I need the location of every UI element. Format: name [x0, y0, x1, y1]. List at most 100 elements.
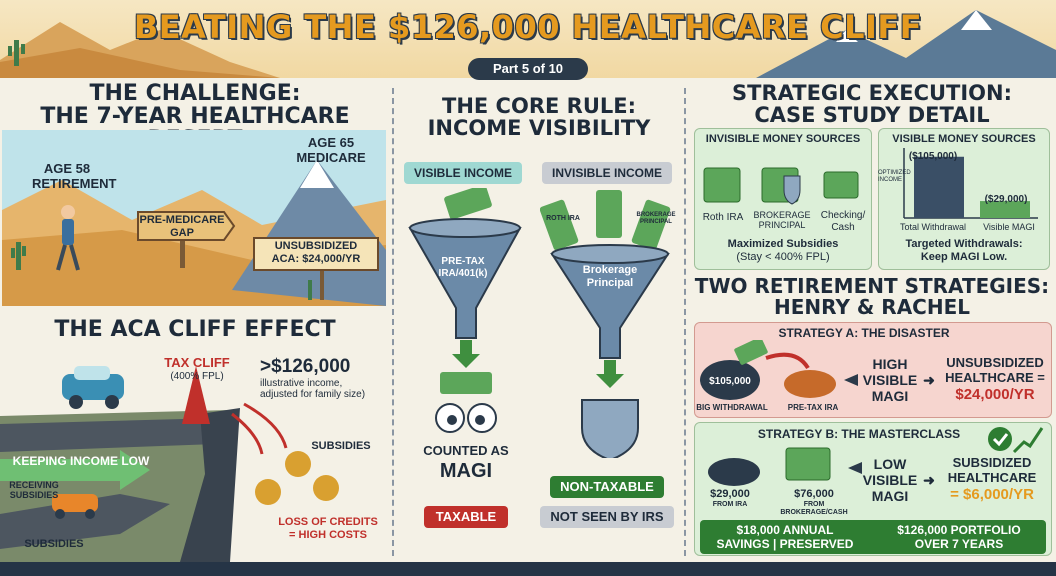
strategy-a-pot: $105,000 [709, 376, 751, 387]
cliff-amount: >$126,000 [260, 356, 351, 377]
visible-sources-title: VISIBLE MONEY SOURCES [892, 133, 1036, 145]
max-sub-line2: (Stay < 400% FPL) [736, 250, 830, 263]
savings-banner: $18,000 ANNUAL SAVINGS | PRESERVED $126,… [700, 520, 1046, 554]
b-brok-amount: $76,000 [794, 488, 834, 500]
checking-source: Checking/ Cash [816, 210, 870, 233]
strategies-line2: HENRY & RACHEL [774, 295, 970, 319]
brokerage-line1: Brokerage [582, 264, 638, 276]
b-sub-line1: SUBSIDIZED [952, 455, 1032, 470]
taxable-pill: TAXABLE [424, 506, 508, 528]
core-rule-title: THE CORE RULE: INCOME VISIBILITY [396, 95, 682, 139]
portfolio-line1: $126,000 PORTFOLIO [897, 523, 1021, 537]
b-brok-from: FROM BROKERAGE/CASH [780, 500, 848, 516]
savings-line1: $18,000 ANNUAL [736, 523, 834, 537]
non-taxable-pill: NON-TAXABLE [550, 476, 664, 498]
roth-ira-tag: ROTH IRA [546, 215, 580, 222]
targeted-line2: Keep MAGI Low. [920, 250, 1008, 263]
strategy-a-pretax: PRE-TAX IRA [787, 403, 839, 412]
visible-funnel-illustration [408, 188, 522, 433]
pretax-label: PRE-TAX IRA/401(k) [428, 256, 498, 279]
a-high-line3: MAGI [871, 388, 909, 405]
b-low-line1: LOW [873, 456, 907, 472]
unsubsidized-aca-sign: UNSUBSIDIZED ACA: $24,000/YR [256, 240, 376, 265]
tax-cliff-label: TAX CLIFF (400% FPL) [152, 355, 242, 382]
not-seen-by-irs-pill: NOT SEEN BY IRS [540, 506, 674, 528]
pre-medicare-gap-sign: PRE-MEDICARE GAP [138, 214, 226, 239]
age65-label: AGE 65 MEDICARE [286, 135, 376, 166]
brokerage-src-line2: PRINCIPAL [758, 220, 806, 231]
invisible-sources-title: INVISIBLE MONEY SOURCES [705, 133, 861, 145]
medicare-text: MEDICARE [296, 149, 366, 165]
savings-line2: SAVINGS | PRESERVED [716, 537, 854, 552]
execution-line2: CASE STUDY DETAIL [754, 103, 990, 128]
arrow-a: ➜ [923, 372, 935, 388]
sign-line2: GAP [170, 226, 194, 239]
age58-label: AGE 58 RETIREMENT [32, 161, 117, 192]
column-divider-right [684, 88, 686, 556]
brokerage-principal-tag: BROKERAGE PRINCIPAL [636, 212, 676, 225]
brokerage-src-line1: BROKERAGE [753, 210, 811, 220]
counted-as-label: COUNTED AS [423, 443, 509, 458]
y-axis-line2: INCOME [878, 176, 902, 183]
targeted-withdrawals: Targeted Withdrawals: Keep MAGI Low. [880, 238, 1048, 263]
brokerage-principal-label: Brokerage Principal [572, 264, 648, 289]
checking-line2: Cash [831, 221, 855, 233]
max-sub-line1: Maximized Subsidies [727, 238, 839, 250]
b-sub-line2: HEALTHCARE [947, 469, 1037, 485]
brokerage-line2: Principal [586, 276, 634, 289]
loss-of-credits-label: LOSS OF CREDITS = HIGH COSTS [272, 516, 384, 541]
strategy-b-subsidized: SUBSIDIZED HEALTHCARE = $6,000/YR [938, 455, 1046, 503]
snowy-mountains-right-illustration [756, 10, 1056, 78]
keeping-income-low-label: KEEPING INCOME LOW [12, 454, 150, 468]
bar-total-withdrawal [914, 156, 964, 218]
cliff-title: THE ACA CLIFF EFFECT [54, 317, 336, 342]
y-axis-line1: OPTIMIZED [878, 170, 911, 176]
invisible-sources-icons [703, 167, 859, 205]
subsidies-right-label: SUBSIDIES [311, 440, 371, 452]
desert-mountains-left-illustration [0, 22, 280, 78]
unsub-line1: UNSUBSIDIZED [274, 240, 358, 252]
aca-cliff-illustration [0, 344, 388, 562]
cliff-note-line2: adjusted for family size) [260, 389, 366, 401]
checking-line1: Checking/ [820, 210, 866, 221]
b-low-line2: VISIBLE [862, 472, 918, 489]
footer-bar [0, 562, 1056, 576]
a-high-line1: HIGH [872, 356, 908, 372]
invisible-income-pill: INVISIBLE INCOME [542, 162, 672, 184]
strategy-b-icons [708, 447, 862, 486]
a-unsub-line2: HEALTHCARE = [945, 369, 1045, 385]
column-divider-left [392, 88, 394, 556]
a-unsub-line1: UNSUBSIDIZED [946, 355, 1044, 370]
x-tick-visible-magi: Visible MAGI [983, 222, 1035, 232]
unsub-line2: ACA: $24,000/YR [271, 252, 361, 265]
strategy-a-icons [700, 340, 858, 400]
savings-left: $18,000 ANNUAL SAVINGS | PRESERVED [700, 523, 870, 552]
cliff-amount-label: >$126,000 illustrative income, adjusted … [260, 356, 390, 401]
execution-title: STRATEGIC EXECUTION: CASE STUDY DETAIL [690, 82, 1054, 126]
fpl-text: (400% FPL) [170, 370, 224, 382]
bar1-value-label: ($105,000) [908, 151, 958, 162]
b-sub-amount: = $6,000/YR [950, 485, 1034, 503]
bar2-value-label: ($29,000) [984, 194, 1028, 205]
strategy-b-low-magi: LOW VISIBLE MAGI [862, 456, 918, 504]
pretax-line1: PRE-TAX [441, 256, 485, 267]
receiving-line2: SUBSIDIES [9, 490, 59, 501]
cliff-note-line1: illustrative income, [260, 377, 343, 389]
a-high-line2: VISIBLE [862, 372, 918, 389]
magi-label: MAGI [439, 460, 493, 482]
execution-line1: STRATEGIC EXECUTION: [732, 81, 1012, 105]
visible-income-pill: VISIBLE INCOME [404, 162, 522, 184]
strategy-a-title: STRATEGY A: THE DISASTER [778, 326, 950, 340]
pretax-line2: IRA/401(k) [438, 267, 488, 279]
challenge-title-line1: THE CHALLENGE: [89, 81, 301, 106]
targeted-line1: Targeted Withdrawals: [905, 238, 1023, 250]
x-tick-total-withdrawal: Total Withdrawal [899, 222, 967, 232]
age58-text: AGE 58 [43, 161, 91, 176]
strategies-line1: TWO RETIREMENT STRATEGIES: [694, 274, 1050, 298]
strategy-b-ira: $29,000 FROM IRA [700, 488, 760, 509]
strategy-b-brokerage: $76,000 FROM BROKERAGE/CASH [770, 488, 858, 517]
sign-line1: PRE-MEDICARE [139, 214, 225, 226]
invisible-funnel-illustration [540, 190, 671, 458]
age65-text: AGE 65 [307, 135, 355, 150]
arrow-b: ➜ [923, 472, 935, 488]
